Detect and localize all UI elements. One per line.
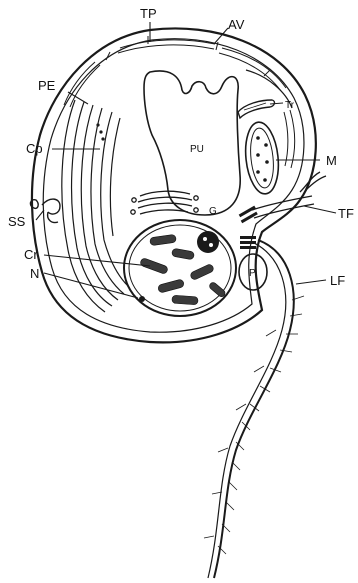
surface-structure bbox=[30, 199, 60, 222]
label-av: AV bbox=[228, 17, 245, 32]
label-pe: PE bbox=[38, 78, 56, 93]
label-n: N bbox=[30, 266, 39, 281]
label-cr: Cr bbox=[24, 247, 38, 262]
label-g: G bbox=[209, 206, 217, 217]
label-tp: TP bbox=[140, 6, 157, 21]
nucleolus bbox=[197, 231, 219, 253]
golgi-body bbox=[131, 191, 198, 214]
label-cp: Cp bbox=[26, 141, 43, 156]
label-ss: SS bbox=[8, 214, 26, 229]
label-pu: PU bbox=[190, 144, 204, 155]
nucleus-mark bbox=[139, 296, 145, 302]
label-tr: Tr bbox=[285, 100, 295, 111]
mitochondrion-cristae bbox=[256, 136, 269, 182]
label-tf: TF bbox=[338, 206, 354, 221]
trichocyst bbox=[238, 100, 274, 118]
mitochondrion bbox=[242, 121, 281, 196]
label-m: M bbox=[326, 153, 337, 168]
chloroplast-dots bbox=[96, 123, 104, 140]
mitochondrion-inner bbox=[248, 127, 276, 189]
pusule bbox=[144, 71, 240, 215]
label-p: P bbox=[249, 268, 256, 279]
label-lf: LF bbox=[330, 273, 345, 288]
